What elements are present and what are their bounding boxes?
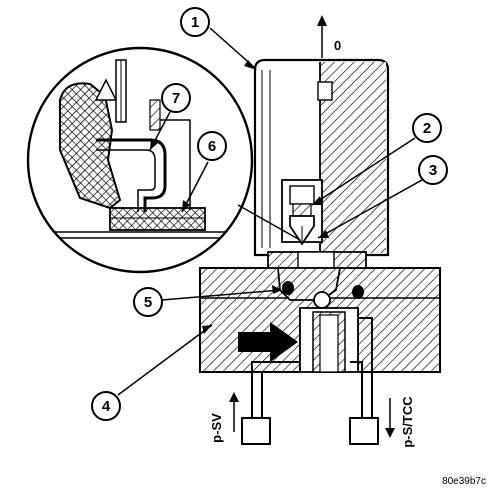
callout-4-label: 4 [102, 398, 111, 415]
pressure-zero-arrow-icon [317, 15, 327, 58]
arrow-up-icon [229, 392, 239, 432]
flow-arrow [238, 322, 298, 362]
pressure-line-p-sv [241, 361, 300, 445]
valve-seat [277, 267, 342, 309]
o-ring-seals [282, 281, 364, 299]
callout-2-label: 2 [423, 120, 431, 137]
arrow-down-icon [385, 398, 395, 438]
pressure-line-p-s-tcc [349, 317, 379, 445]
valve-bore [299, 307, 359, 373]
detail-magnifier [26, 46, 254, 274]
port-p-s-tcc-label: p-S/TCC [400, 396, 415, 448]
callout-3-label: 3 [429, 162, 437, 179]
callout-1-label: 1 [191, 14, 199, 31]
callout-4: 4 [91, 324, 213, 421]
callout-7: 7 [149, 83, 191, 151]
callout-6: 6 [181, 131, 227, 213]
armature-plunger [281, 179, 323, 246]
callout-1: 1 [180, 7, 257, 70]
pressure-zero-label: 0 [334, 38, 341, 53]
ball-valve [313, 291, 331, 309]
callout-6-label: 6 [208, 138, 216, 155]
callout-2: 2 [311, 113, 442, 206]
figure-reference-code: 80e39b7c [442, 476, 486, 487]
callout-5: 5 [133, 285, 282, 317]
callout-7-label: 7 [172, 90, 180, 107]
detail-leader-line [237, 204, 301, 241]
callout-3: 3 [317, 155, 448, 239]
port-p-sv-label: p-SV [209, 413, 224, 443]
callout-5-label: 5 [144, 294, 152, 311]
